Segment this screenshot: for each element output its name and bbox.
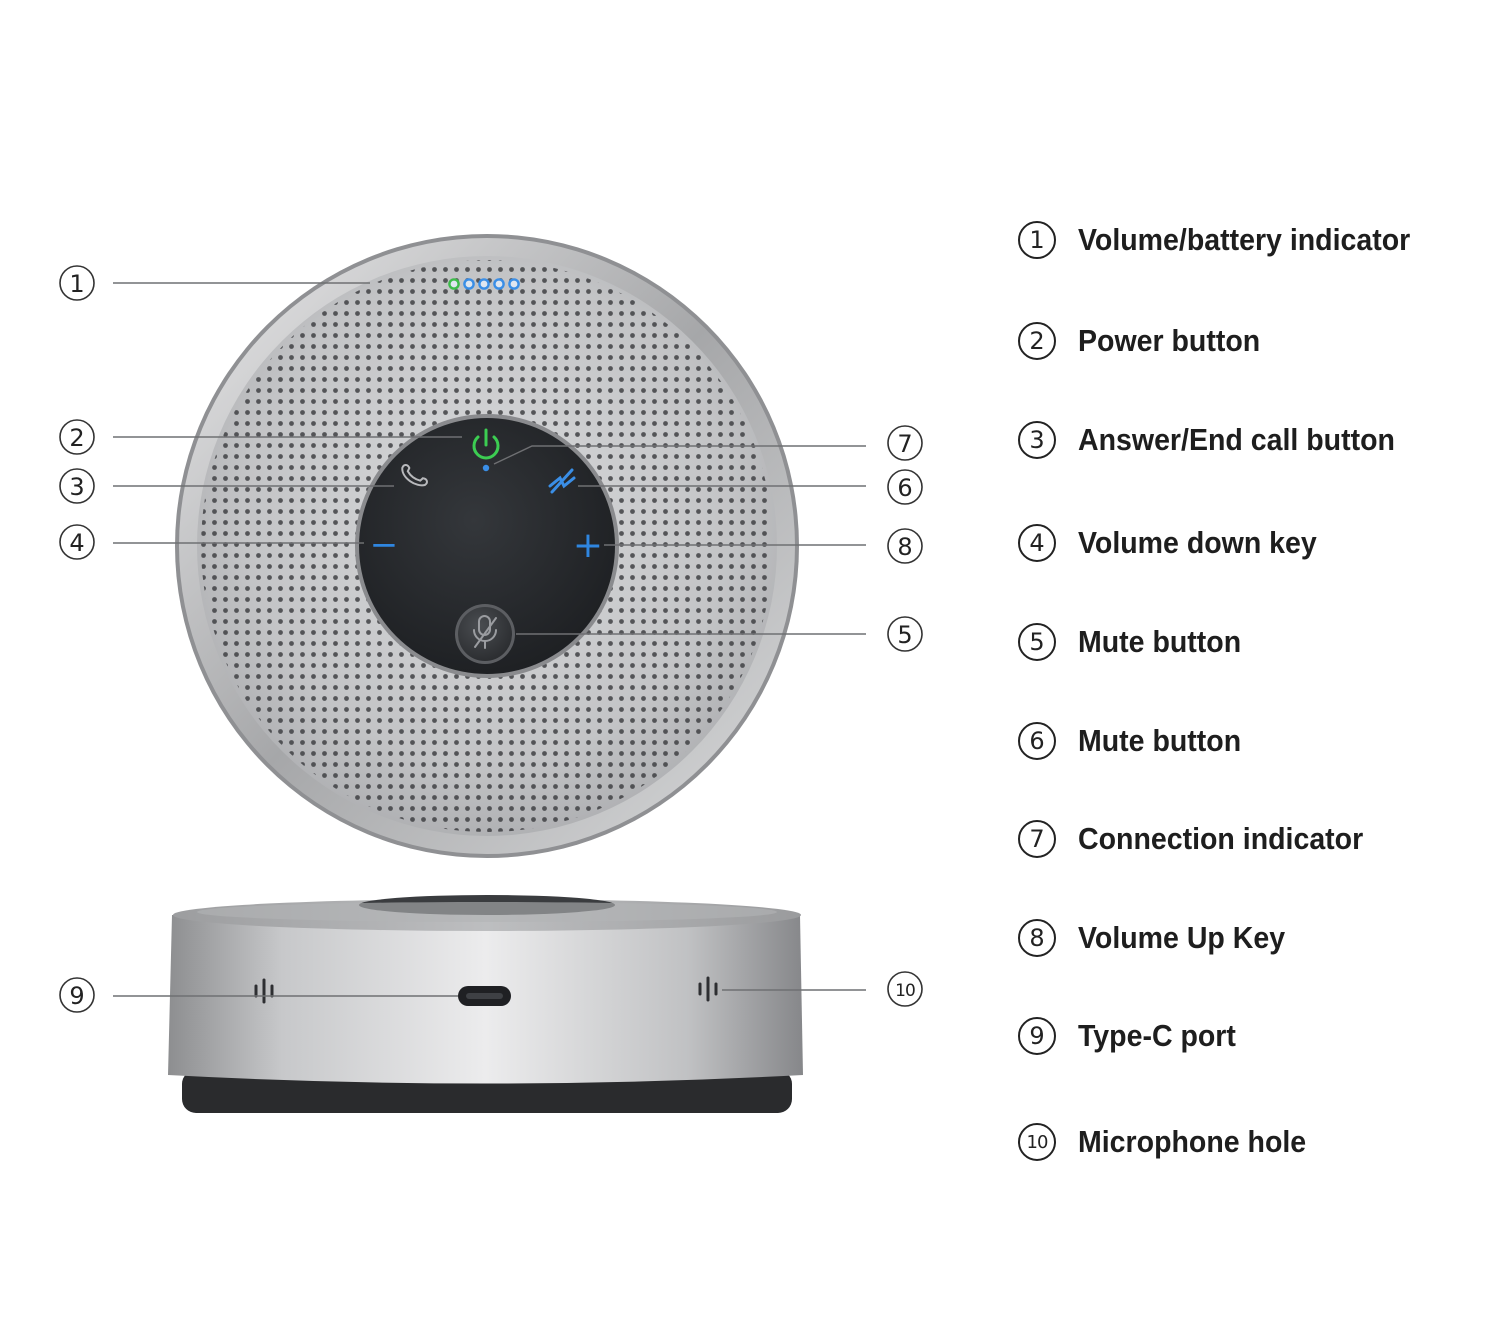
mute-button-top[interactable] <box>548 468 576 494</box>
led-blue <box>493 278 505 290</box>
microphone-hole <box>698 976 718 1002</box>
legend-label: Mute button <box>1078 624 1242 659</box>
legend-number: 7 <box>1018 820 1056 858</box>
legend-item-7: 7 Connection indicator <box>1018 813 1388 865</box>
legend-number: 3 <box>1018 421 1056 459</box>
legend-label: Mute button <box>1078 723 1242 758</box>
led-blue <box>478 278 490 290</box>
power-icon <box>472 428 500 460</box>
legend-label: Power button <box>1078 323 1261 358</box>
svg-text:8: 8 <box>897 533 912 561</box>
callout-number-8: 8 <box>887 528 923 564</box>
callout-number-6: 6 <box>887 469 923 505</box>
power-button[interactable] <box>472 428 500 460</box>
top-view: − + <box>175 234 799 858</box>
type-c-port[interactable] <box>458 986 511 1006</box>
svg-text:4: 4 <box>69 529 84 557</box>
control-panel <box>359 418 615 674</box>
legend-number: 6 <box>1018 722 1056 760</box>
callout-number-9: 9 <box>59 977 95 1013</box>
callout-number-1: 1 <box>59 265 95 301</box>
legend-number: 4 <box>1018 524 1056 562</box>
legend-item-9: 9 Type-C port <box>1018 1010 1250 1062</box>
svg-text:3: 3 <box>69 473 84 501</box>
legend-item-1: 1 Volume/battery indicator <box>1018 214 1439 266</box>
legend-number: 1 <box>1018 221 1056 259</box>
legend-item-8: 8 Volume Up Key <box>1018 912 1303 964</box>
connection-indicator <box>482 464 490 472</box>
svg-text:6: 6 <box>897 474 912 502</box>
callout-line-7 <box>493 445 866 465</box>
legend-number: 2 <box>1018 322 1056 360</box>
legend-label: Type-C port <box>1078 1018 1236 1053</box>
legend-number: 5 <box>1018 623 1056 661</box>
legend-item-5: 5 Mute button <box>1018 616 1255 668</box>
legend-label: Volume down key <box>1078 525 1317 560</box>
microphone-hole-icon <box>254 978 274 1004</box>
callout-number-3: 3 <box>59 468 95 504</box>
callout-number-10: 10 <box>887 971 923 1007</box>
callout-numbers: 1 2 3 4 5 6 7 <box>59 265 923 1013</box>
svg-text:10: 10 <box>895 981 915 1001</box>
answer-end-call-button[interactable] <box>401 462 428 488</box>
callout-number-4: 4 <box>59 524 95 560</box>
side-view <box>168 895 803 1113</box>
legend-number: 9 <box>1018 1017 1056 1055</box>
legend-label: Microphone hole <box>1078 1124 1307 1159</box>
svg-text:2: 2 <box>69 424 84 452</box>
mute-slash-icon <box>548 468 576 494</box>
svg-text:9: 9 <box>69 982 84 1010</box>
volume-down-key[interactable]: − <box>370 525 399 565</box>
led-green <box>448 278 460 290</box>
phone-icon <box>401 463 428 487</box>
led-blue <box>508 278 520 290</box>
legend-item-6: 6 Mute button <box>1018 715 1255 767</box>
svg-text:1: 1 <box>69 270 84 298</box>
legend-label: Answer/End call button <box>1078 422 1395 457</box>
legend-item-4: 4 Volume down key <box>1018 517 1338 569</box>
svg-text:7: 7 <box>897 430 912 458</box>
legend-item-3: 3 Answer/End call button <box>1018 414 1422 466</box>
volume-battery-indicator <box>448 278 520 290</box>
mic-off-icon <box>473 615 497 649</box>
svg-text:5: 5 <box>897 621 912 649</box>
legend-item-10: 10 Microphone hole <box>1018 1116 1326 1168</box>
mute-button[interactable] <box>455 604 515 664</box>
legend-label: Connection indicator <box>1078 821 1364 856</box>
callout-number-5: 5 <box>887 616 923 652</box>
legend-number: 8 <box>1018 919 1056 957</box>
volume-up-key[interactable]: + <box>573 525 603 566</box>
callout-lines <box>113 282 866 997</box>
legend-label: Volume Up Key <box>1078 920 1286 955</box>
legend-label: Volume/battery indicator <box>1078 222 1411 257</box>
legend-number: 10 <box>1018 1123 1056 1161</box>
callout-number-2: 2 <box>59 419 95 455</box>
led-blue <box>463 278 475 290</box>
callout-number-7: 7 <box>887 425 923 461</box>
legend-item-2: 2 Power button <box>1018 315 1276 367</box>
